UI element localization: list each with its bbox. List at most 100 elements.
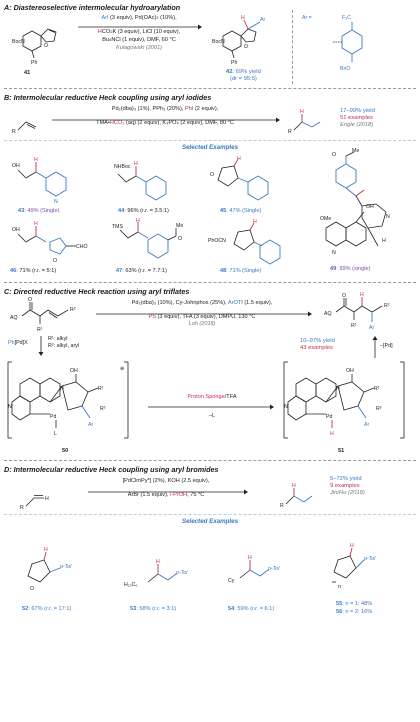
molecule-41-ph: Ph xyxy=(31,60,37,66)
molecule-49-n2: N xyxy=(332,250,336,256)
molecule-46-oh: OH xyxy=(12,227,20,233)
section-c-product-r2: R² xyxy=(384,303,390,309)
molecule-48-n: PhOCN xyxy=(208,238,226,244)
section-c-substrate-r2: R² xyxy=(70,307,76,313)
example-53: 53: 58% (r.r. = 3:1) xyxy=(130,606,177,612)
molecule-41-o: O xyxy=(44,43,48,49)
section-c-phpdx: Ph[Pd]X xyxy=(8,340,28,346)
section-a-title: A: Diastereoselective intermolecular hyd… xyxy=(4,3,181,12)
section-c-substrate-o: O xyxy=(28,297,32,303)
section-b-product-r: R xyxy=(288,129,292,135)
section-d-title: D: Intermolecular reductive Heck couplin… xyxy=(4,465,219,474)
molecule-42: BocN O Ph Ar H xyxy=(212,15,265,66)
section-c-conversion-arrow xyxy=(148,404,274,410)
section-c-substrate-aq: AQ xyxy=(10,315,18,321)
separator-d-selected xyxy=(4,514,416,515)
section-d-alkene-h: H xyxy=(45,496,49,502)
example-45: 45: 47% (Single) xyxy=(220,208,262,214)
molecule-47-h: H xyxy=(136,218,140,224)
section-d-arrow xyxy=(88,489,248,495)
molecule-44: NHBoc H xyxy=(114,161,167,201)
section-c-product-o: O xyxy=(342,293,346,299)
intermediate-50-n: N xyxy=(60,386,64,392)
molecule-49-h: H xyxy=(382,238,386,244)
ar-bno-label: BnO xyxy=(340,66,350,72)
molecule-41-n: BocN xyxy=(12,39,25,45)
section-b-selected-title: Selected Examples xyxy=(181,144,239,151)
section-d-selected-title: Selected Examples xyxy=(181,518,239,525)
intermediate-50-charge: ⊕ xyxy=(120,366,124,372)
section-b-alkene: R xyxy=(12,121,37,135)
intermediate-50-l: L xyxy=(54,431,57,437)
molecule-49-ome: OMe xyxy=(320,216,331,222)
molecule-48-h: H xyxy=(253,219,257,225)
intermediate-50-r1: R¹ xyxy=(98,386,104,392)
molecule-49: Me O N OMe N OH H xyxy=(320,148,390,256)
molecule-44-nhboc: NHBoc xyxy=(114,164,131,170)
section-d-results: 5–72% yield 9 examples Jin/Hu (2018) xyxy=(330,476,365,497)
section-c-product-r1: R¹ xyxy=(351,323,357,329)
molecule-55-h: H xyxy=(350,543,354,549)
molecule-49-n1: N xyxy=(386,214,390,220)
molecule-55-ptol: p-Tol xyxy=(363,556,376,562)
section-b-title: B: Intermolecular reductive Heck couplin… xyxy=(4,93,212,102)
section-a-arrow xyxy=(78,24,202,30)
molecule-43-h: H xyxy=(34,157,38,163)
molecule-49-oh: OH xyxy=(366,204,374,210)
section-b-alkene-r: R xyxy=(12,129,16,135)
section-c-product-aq: AQ xyxy=(324,311,332,317)
section-c-product: AQ O R¹ R² Ar H xyxy=(324,292,390,331)
molecule-42-result: 42: 69% yield (dr = 95:5) xyxy=(226,69,261,83)
molecule-53-alkyl: H₁₃C₆ xyxy=(124,582,137,588)
molecule-54-h: H xyxy=(248,555,252,561)
molecule-45-o: O xyxy=(210,172,214,178)
molecule-49-o: O xyxy=(332,152,336,158)
section-c-product-h: H xyxy=(360,292,364,298)
molecule-45-h: H xyxy=(237,156,241,162)
molecule-45: O H xyxy=(210,156,269,201)
section-b-results: 17–99% yield 51 examples Engle (2018) xyxy=(340,108,375,129)
section-a-conditions: ArI (3 equiv), Pd(OAc)2 (10%), HCO2K (3 … xyxy=(97,15,181,51)
molecule-52-o: O xyxy=(30,586,34,592)
molecule-46-o: O xyxy=(53,258,57,264)
section-d-alkene: R H xyxy=(20,495,49,511)
molecule-47: TMS Me O H xyxy=(112,218,183,259)
section-b-product-h: H xyxy=(300,109,304,115)
intermediate-50-ar: Ar xyxy=(88,422,93,428)
intermediate-50: ⊕ OH N Pd L R¹ R² Ar N xyxy=(7,361,129,439)
example-55-56: 55: n = 1: 48% 56: n = 2: 16% xyxy=(336,601,373,615)
separator-c-d xyxy=(4,460,416,461)
molecule-55-n: n xyxy=(338,584,341,590)
section-c-minus-pd: –[Pd] xyxy=(380,343,393,349)
intermediate-50-pd: Pd xyxy=(50,414,56,420)
intermediate-50-r2: R² xyxy=(100,406,106,412)
section-d-product: R H xyxy=(280,483,313,509)
intermediate-51-r1: R¹ xyxy=(374,386,380,392)
section-c-title: C: Directed reductive Heck reaction usin… xyxy=(4,287,190,296)
intermediate-51: OH N Pd H R¹ R² Ar N xyxy=(283,361,405,439)
intermediate-50-label: 50 xyxy=(62,448,69,454)
section-c-arrow xyxy=(96,311,312,317)
molecule-52-ptol: p-Tol xyxy=(59,564,72,570)
molecule-41: BocN O Ph xyxy=(12,28,57,66)
molecule-55-56: n p-Tol H xyxy=(332,543,376,590)
molecule-43-n: N xyxy=(54,199,58,205)
section-d-conditions: [PdClmPy*] (2%), KOH (2.5 equiv), ArBr (… xyxy=(122,478,210,498)
molecule-53-h: H xyxy=(156,559,160,565)
example-48: 48: 71% (Single) xyxy=(220,268,262,274)
intermediate-51-n: N xyxy=(336,386,340,392)
molecule-42-ph: Ph xyxy=(231,60,237,66)
section-d-alkene-r: R xyxy=(20,505,24,511)
separator-b-selected-left xyxy=(4,140,416,141)
section-c-substrate: AQ O R¹ R² xyxy=(10,297,76,333)
molecule-46-h: H xyxy=(34,221,38,227)
intermediate-50-n2: N xyxy=(8,404,12,410)
molecule-46: OH O CHO H xyxy=(12,221,88,264)
section-c-product-ar: Ar xyxy=(369,325,374,331)
example-49: 49: 99% (single) xyxy=(330,266,371,272)
section-c-results: 10–97% yield 43 examples xyxy=(300,338,335,352)
ar-definition-label: Ar = xyxy=(302,15,312,21)
section-c-up-arrow xyxy=(372,336,378,358)
molecule-43: OH N H xyxy=(12,157,67,205)
intermediate-51-pd: Pd xyxy=(326,414,332,420)
